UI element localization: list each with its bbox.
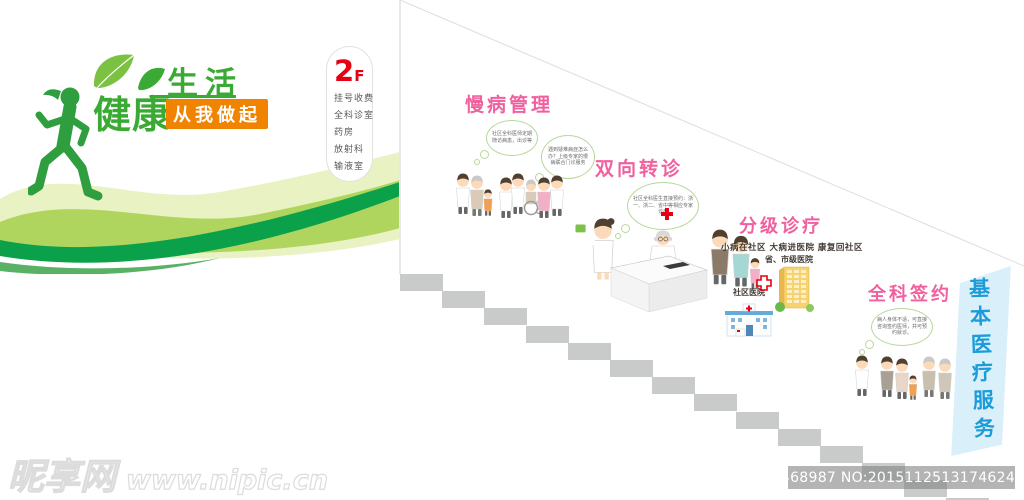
scene-two-way-referral: 双向转诊 社区全科医生直接预约：浙一、浙二、省中等相应专家诊疗 — [565, 150, 777, 318]
hospital-buildings-illustration — [725, 266, 814, 337]
logo-word-health: 健康 — [93, 93, 172, 137]
health-campaign-panel: 健康 生活 从我做起 2F 挂号收费全科诊室药房放射科输液室 — [0, 0, 401, 274]
stair-step — [652, 377, 695, 395]
image-id-watermark: ID:4468987 NO:20151125131746243667 — [751, 466, 1024, 489]
tiered-subtitle: 小病在社区 大病进医院 康复回社区 — [721, 243, 863, 253]
city-hospital-label: 省、市级医院 — [765, 255, 813, 264]
runner-silhouette — [28, 87, 103, 201]
department-item: 放射科 — [334, 145, 365, 155]
city-hospital-building — [775, 266, 814, 312]
stair-step — [778, 428, 821, 446]
thought-bubble: 病人身体不适，可直接咨询签约医师，并可预约就诊。 — [859, 308, 933, 355]
scene-gp-contract: 全科签约 病人身体不适，可直接咨询签约医师，并可预约就诊。 — [845, 278, 965, 402]
community-hospital-label: 社区医院 — [733, 288, 765, 297]
nurse-figure — [575, 218, 615, 280]
stair-step — [694, 394, 737, 412]
basic-medical-services-banner: 基本医疗服务 — [951, 266, 1011, 456]
stair-step — [484, 308, 527, 326]
department-item: 全科诊室 — [334, 111, 375, 121]
stair-step — [610, 360, 653, 377]
senior-doctor-figure — [649, 230, 677, 261]
stair-step — [400, 274, 443, 291]
department-item: 输液室 — [334, 162, 365, 172]
thought-bubble: 社区全科医师定期随访病患，出诊等 — [474, 120, 538, 165]
floor-sign: 2F 挂号收费全科诊室药房放射科输液室 — [326, 46, 373, 182]
transfer-cross-icon — [756, 275, 772, 291]
scene-tiered-care: 分级诊疗 小病在社区 大病进医院 康复回社区 省、市级医院 社区医院 — [715, 210, 862, 338]
scene-title-contract: 全科签约 — [868, 284, 952, 305]
stair-step — [820, 446, 863, 463]
logo-underline — [150, 95, 236, 98]
reception-desk — [609, 255, 709, 313]
watermark-site-name: 昵享网 — [7, 456, 117, 498]
stair-step — [442, 291, 485, 309]
community-hospital-building — [725, 303, 773, 337]
red-cross-icon — [661, 208, 673, 220]
department-list: 挂号收费全科诊室药房放射科输液室 — [334, 91, 375, 176]
department-item: 挂号收费 — [334, 94, 375, 104]
scene-title-referral: 双向转诊 — [595, 158, 684, 180]
watermark-site-url: www.nipic.cn — [125, 464, 328, 496]
scene-title-chronic: 慢病管理 — [465, 94, 554, 116]
referral-desk-illustration — [575, 208, 761, 313]
stair-step — [526, 325, 569, 343]
scene-title-tiered: 分级诊疗 — [739, 216, 823, 237]
stair-step — [736, 411, 779, 429]
stair-step — [946, 497, 989, 500]
leaf-icon — [93, 54, 165, 91]
department-item: 药房 — [334, 128, 355, 138]
nipic-watermark: 昵享网 www.nipic.cn — [7, 448, 328, 500]
doctor-family-illustration — [855, 355, 952, 401]
logo-tagline: 从我做起 — [166, 99, 268, 129]
green-waves-decoration — [0, 152, 400, 274]
floor-number: 2F — [334, 54, 365, 88]
doctors-and-patients-illustration — [456, 173, 564, 219]
thought-bubble: 社区全科医生直接预约：浙一、浙二、省中等相应专家诊疗 — [615, 182, 699, 239]
stair-step — [568, 342, 611, 360]
thought-bubble: 遇到疑难病症怎么办？上级专家的慢病联合门诊服务 — [529, 135, 595, 188]
scene-chronic-disease: 慢病管理 社区全科医师定期随访病患，出诊等 遇到疑难病症怎么办？上级专家的慢病联… — [438, 88, 596, 228]
